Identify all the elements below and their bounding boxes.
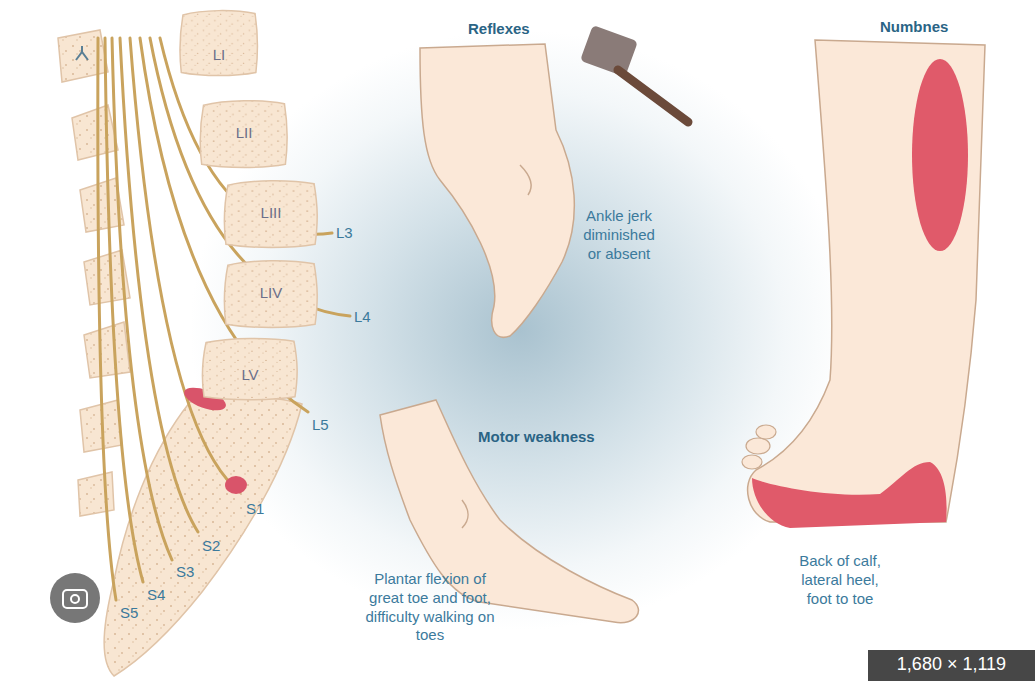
numb-area [752, 462, 947, 528]
finding-text: Plantar flexion of great toe and foot, d… [362, 570, 498, 645]
lens-icon [50, 573, 100, 623]
vertebra: LI [178, 8, 260, 78]
root-label: S4 [147, 586, 165, 605]
leg-figure [748, 40, 985, 522]
hammer-handle [618, 70, 688, 122]
root-label: S1 [246, 500, 264, 519]
posterior-elements [58, 30, 130, 516]
toes [742, 425, 776, 469]
symbol [76, 46, 88, 60]
vertebra-label: LV [200, 366, 300, 383]
root-label: S3 [176, 563, 194, 582]
vertebra: LII [198, 98, 290, 170]
root-label: S2 [202, 537, 220, 556]
vertebra-label: LII [198, 124, 290, 141]
foot-figure [420, 44, 574, 337]
size-badge: 1,680 × 1,119 [868, 650, 1035, 681]
vertebra-label: LI [178, 46, 260, 63]
reflex-hammer [580, 25, 638, 77]
image-size: 1,680 × 1,119 [868, 654, 1035, 675]
root-label: L5 [312, 416, 329, 435]
root-label: S5 [120, 604, 138, 623]
vertebra: LV [200, 336, 300, 402]
finding-text: Back of calf, lateral heel, foot to toe [790, 552, 890, 608]
section-title: Numbnes [880, 18, 948, 37]
vertebra-label: LIII [222, 204, 320, 221]
nerve-roots [98, 38, 350, 600]
numb-area [912, 59, 968, 251]
root-label: L4 [354, 308, 371, 327]
vertebra-shape [178, 8, 260, 78]
root-compression [225, 476, 247, 494]
section-title: Reflexes [468, 20, 530, 39]
vertebra: LIII [222, 178, 320, 250]
vertebra: LIV [222, 258, 320, 330]
section-title: Motor weakness [478, 428, 595, 447]
finding-text: Ankle jerk diminished or absent [575, 207, 663, 263]
vertebra-label: LIV [222, 284, 320, 301]
root-label: L3 [336, 224, 353, 243]
